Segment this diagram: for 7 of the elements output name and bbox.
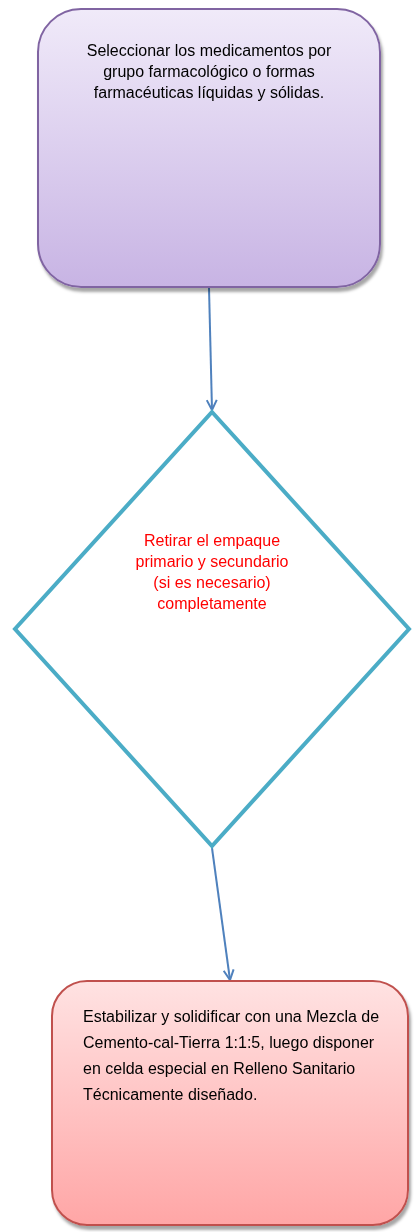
- process-box: [37, 8, 381, 288]
- step-text: Seleccionar los medicamentos por grupo farmacológico o formas farmacéuticas líquidas y sólidas.: [85, 41, 333, 103]
- process-box: [51, 980, 409, 1226]
- step-text: Estabilizar y solidificar con una Mezcla de Cemento-cal-Tierra 1:1:5, luego disponer en celda especial en Relleno Sanitario Técnicamente diseñado.: [83, 1007, 381, 1105]
- step-text: Retirar el empaque primario y secundario (si es necesario) completamente: [134, 531, 290, 614]
- arrow: [211, 847, 235, 981]
- arrow: [205, 287, 218, 411]
